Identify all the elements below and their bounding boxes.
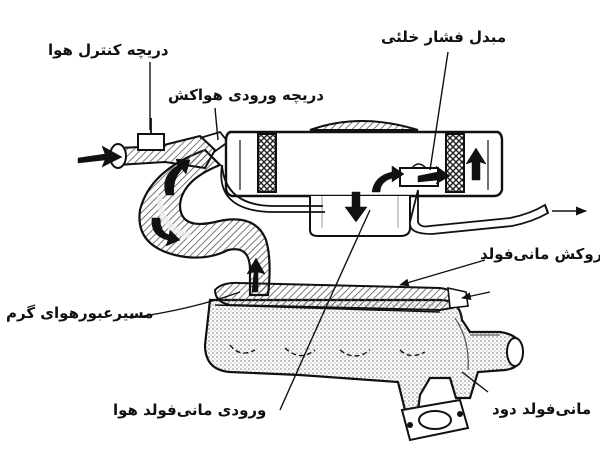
label-vacuum-sensor: مبدل فشار خلئی	[381, 28, 507, 46]
cleaner-arrow-3	[465, 147, 487, 181]
vacuum-hoses	[220, 164, 550, 235]
label-intake-air-valve: دریچه ورودی هواکش	[168, 86, 324, 104]
airflow-arrows	[77, 145, 487, 293]
cleaner-arrow-2	[371, 165, 405, 193]
exhaust-flange	[400, 398, 470, 442]
inlet-arrow	[77, 145, 123, 168]
air-control-valve	[109, 118, 230, 170]
duct-arrow-2	[151, 217, 181, 247]
label-manifold-cover: روکش مانی‌فولد	[480, 245, 600, 263]
cleaner-arrow-1	[344, 191, 368, 223]
duct-arrow-1	[164, 158, 191, 196]
leader-lines	[129, 51, 491, 411]
label-exhaust-manifold: مانی‌فولد دود	[492, 400, 592, 418]
exhaust-manifold	[203, 298, 524, 442]
label-air-intake-manifold: ورودی مانی‌فولد هوا	[113, 401, 267, 419]
valve-arrow	[417, 165, 451, 185]
label-air-control-valve: دریچه کنترل هوا	[48, 41, 169, 59]
label-hot-air-path: مسیرعبورهوای گرم	[6, 304, 154, 322]
air-cleaner-housing	[224, 120, 504, 237]
filter-element-right	[445, 133, 465, 193]
filter-element-left	[257, 133, 277, 193]
duct-arrow-3	[246, 257, 266, 293]
